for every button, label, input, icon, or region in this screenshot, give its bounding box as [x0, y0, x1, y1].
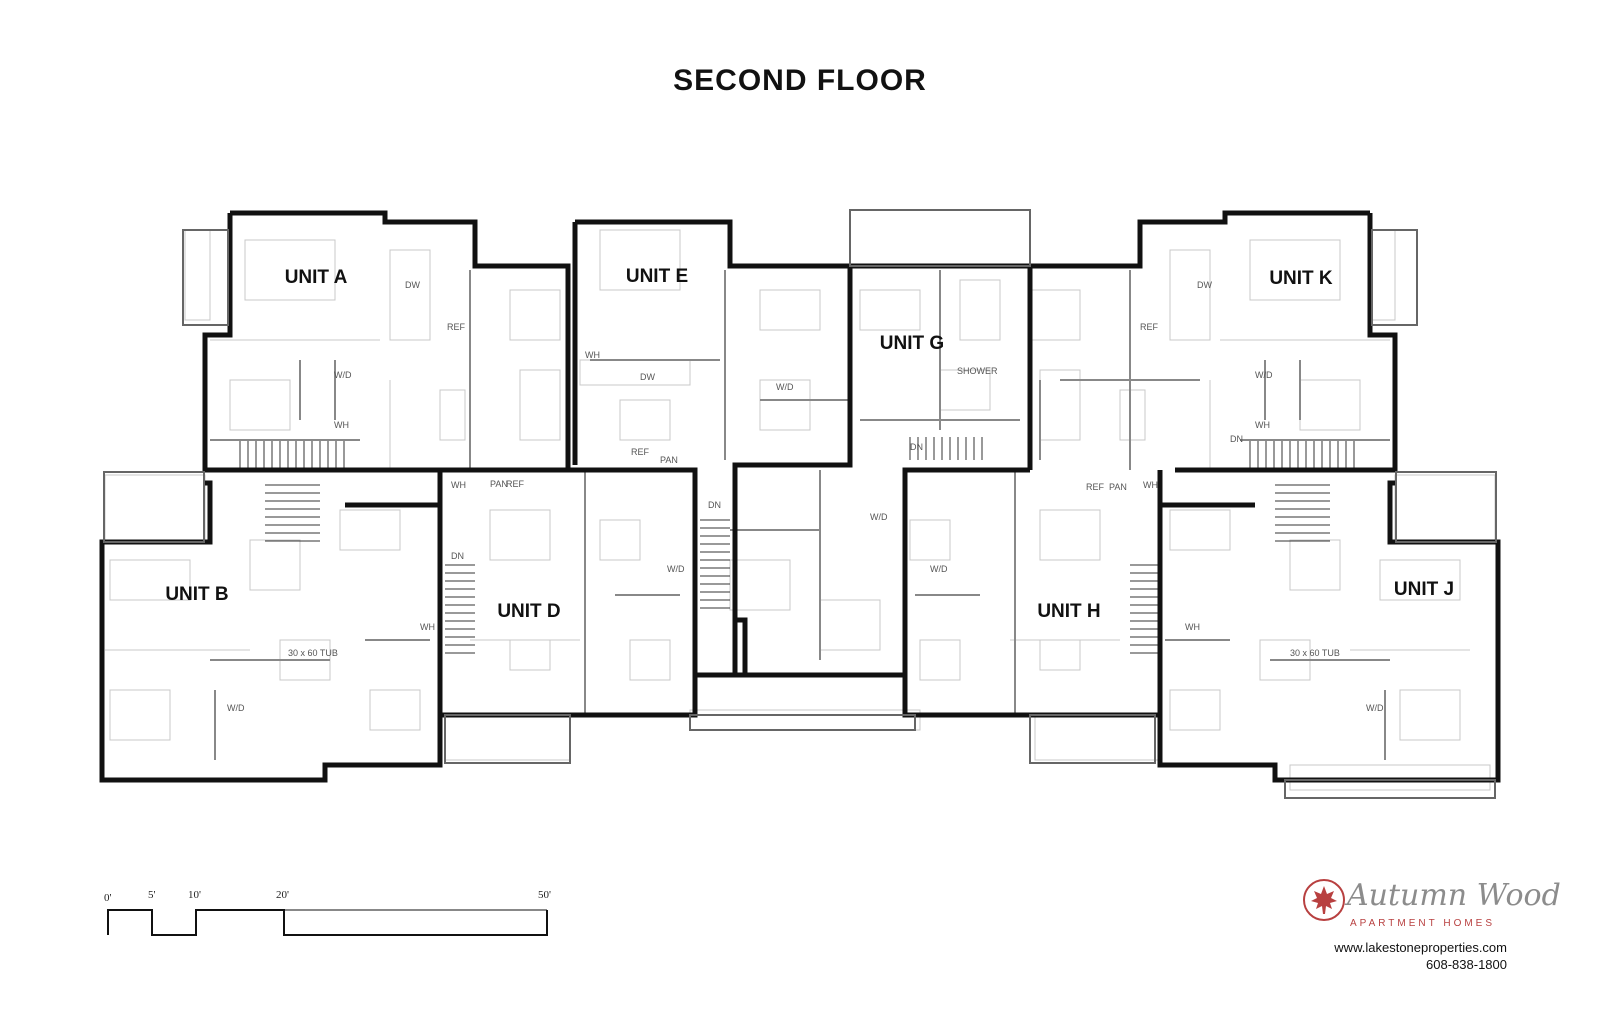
website-text: www.lakestoneproperties.com — [1334, 940, 1507, 955]
stairs — [239, 437, 1355, 654]
wd-label-j: W/D — [1366, 703, 1384, 713]
brand-name: Autumn Wood — [1347, 878, 1561, 913]
interior-details — [104, 209, 1496, 791]
stair-unit-h — [1130, 564, 1160, 654]
dn-label-k: DN — [1230, 434, 1243, 444]
unit-a-label: UNIT A — [285, 267, 348, 288]
interior-walls — [210, 270, 1390, 760]
unit-g-label: UNIT G — [880, 333, 944, 354]
wd-label-h: W/D — [930, 564, 948, 574]
phone-text: 608-838-1800 — [1426, 957, 1507, 972]
wh-label-j: WH — [1185, 622, 1200, 632]
unit-j-label: UNIT J — [1394, 579, 1454, 600]
wh-label: WH — [334, 420, 349, 430]
stair-west-upper — [239, 440, 345, 470]
wh-label-h: WH — [1143, 480, 1158, 490]
page-title: SECOND FLOOR — [673, 64, 927, 97]
wh-label-b: WH — [420, 622, 435, 632]
scale-tick-10: 10' — [188, 889, 201, 901]
wd-label-b: W/D — [227, 703, 245, 713]
stair-east-upper — [1249, 440, 1355, 470]
scale-tick-20: 20' — [276, 889, 289, 901]
tub-label-b: 30 x 60 TUB — [288, 648, 338, 658]
wd-label-g: W/D — [870, 512, 888, 522]
unit-k-wall — [1030, 210, 1370, 269]
scale-tick-50: 50' — [538, 889, 551, 901]
ref-label-k: REF — [1140, 322, 1159, 332]
stair-west-lower — [265, 484, 320, 542]
wd-label-d: W/D — [667, 564, 685, 574]
wh-label-e: WH — [585, 350, 600, 360]
dw-label-k: DW — [1197, 280, 1212, 290]
stair-unit-g — [909, 437, 983, 460]
wh-label-k: WH — [1255, 420, 1270, 430]
dw-label: DW — [405, 280, 420, 290]
wh-label-d: WH — [451, 480, 466, 490]
balconies — [103, 209, 1497, 799]
unit-e-wall — [575, 219, 853, 470]
wd-label: W/D — [334, 370, 352, 380]
tub-label-j: 30 x 60 TUB — [1290, 648, 1340, 658]
stair-unit-d — [445, 564, 475, 654]
shower-label-g: SHOWER — [957, 366, 998, 376]
wd-label-e: W/D — [776, 382, 794, 392]
unit-b-label: UNIT B — [165, 584, 228, 605]
ref-label: REF — [447, 322, 466, 332]
wd-label-k: W/D — [1255, 370, 1273, 380]
unit-e-label: UNIT E — [626, 266, 688, 287]
unit-d-wall — [440, 467, 748, 678]
unit-walls — [99, 210, 1501, 783]
ref-label-d: REF — [506, 479, 525, 489]
scale-tick-5: 5' — [148, 889, 156, 901]
pan-label-e: PAN — [660, 455, 678, 465]
scale-tick-0: 0' — [104, 892, 112, 904]
unit-j-wall — [1157, 470, 1501, 783]
dn-label-d: DN — [451, 551, 464, 561]
pan-label-d: PAN — [490, 479, 508, 489]
brand-subtitle: APARTMENT HOMES — [1350, 918, 1496, 929]
maple-leaf-icon — [1303, 879, 1345, 921]
unit-h-label: UNIT H — [1037, 601, 1100, 622]
room-annotations: DW REF W/D WH DW REF PAN WH W/D SHOWER P… — [227, 280, 1384, 713]
unit-k-label: UNIT K — [1269, 268, 1333, 289]
stair-east-lower — [1275, 484, 1330, 542]
stair-center — [700, 519, 730, 609]
unit-d-label: UNIT D — [497, 601, 560, 622]
unit-a-wall — [230, 210, 571, 470]
ref-label-h: REF — [1086, 482, 1105, 492]
ref-label-e: REF — [631, 447, 650, 457]
scale-bar: 0' 5' 10' 20' 50' — [104, 889, 551, 936]
dn-label-g: DN — [910, 442, 923, 452]
pan-label-h: PAN — [1109, 482, 1127, 492]
dn-label-center: DN — [708, 500, 721, 510]
dw-label-e: DW — [640, 372, 655, 382]
